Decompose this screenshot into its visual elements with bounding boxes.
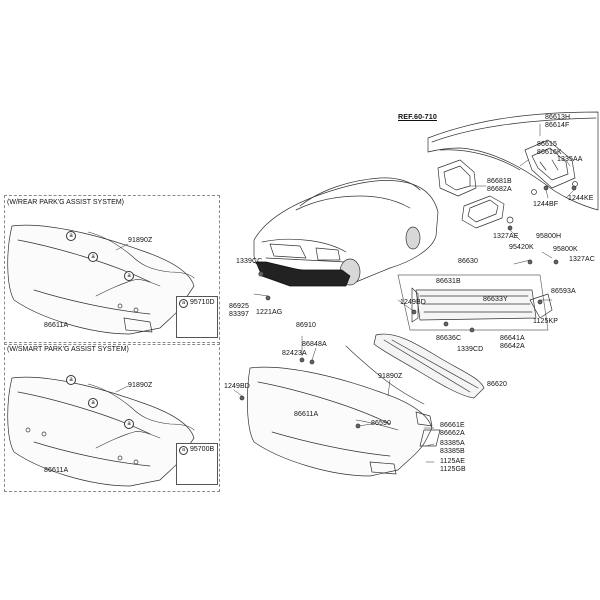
part-label-86616K: 86616K — [537, 149, 562, 156]
part-label-1125AE: 1125AE — [440, 458, 465, 465]
part-label-1249BD: 1249BD — [400, 299, 426, 306]
part-label-86614F: 86614F — [545, 122, 570, 129]
part-label-86630: 86630 — [458, 258, 478, 265]
part-label-86615: 86615 — [537, 141, 557, 148]
part-label-1335AA: 1335AA — [557, 156, 583, 163]
part-label-86682A: 86682A — [487, 186, 512, 193]
car-drawing — [253, 177, 439, 287]
part-label-86633Y: 86633Y — [483, 296, 508, 303]
part-label-86910: 86910 — [296, 322, 316, 329]
smart-park-assist-box — [4, 342, 220, 492]
part-label-95800K: 95800K — [553, 246, 578, 253]
part-label-86925: 86925 — [229, 303, 249, 310]
part-label-86620: 86620 — [487, 381, 507, 388]
smart-park-assist-title: (W/SMART PARK'G ASSIST SYSTEM) — [7, 346, 129, 353]
part-label-91890Z: 91890Z — [128, 382, 153, 389]
part-label-1327AE: 1327AE — [493, 233, 519, 240]
part-95700B: 95700B — [190, 446, 215, 453]
part-label-83385B: 83385B — [440, 448, 465, 455]
rear-bumper-drawing-a — [7, 224, 195, 335]
part-label-86613H: 86613H — [545, 114, 571, 121]
callout-a: a — [124, 271, 134, 281]
part-label-86642A: 86642A — [500, 343, 525, 350]
ref-label: REF.60-710 — [398, 112, 437, 121]
part-label-86611A: 86611A — [44, 467, 69, 474]
part-label-1327AC: 1327AC — [569, 256, 595, 263]
part-label-86611A: 86611A — [294, 411, 319, 418]
part-label-1125GB: 1125GB — [440, 466, 466, 473]
callout-a: a — [66, 375, 76, 385]
part-label-86681B: 86681B — [487, 178, 512, 185]
part-label-86636C: 86636C — [436, 335, 462, 342]
back-beam-assembly-drawing — [397, 274, 553, 331]
part-label-1339CC: 1339CC — [236, 258, 263, 265]
fasteners — [239, 185, 577, 429]
part-label-1221AG: 1221AG — [256, 309, 283, 316]
callout-a: a — [88, 252, 98, 262]
part-label-86590: 86590 — [371, 420, 391, 427]
part-label-91890Z: 91890Z — [128, 237, 153, 244]
leader-lines — [115, 123, 575, 463]
part-label-95420K: 95420K — [509, 244, 534, 251]
part-label-86631B: 86631B — [436, 278, 461, 285]
part-label-82423A: 82423A — [282, 350, 307, 357]
part-label-1244KE: 1244KE — [568, 195, 594, 202]
part-label-86848A: 86848A — [302, 341, 327, 348]
side-bracket-drawing — [437, 159, 477, 197]
part-95710D: 95710D — [190, 299, 215, 306]
part-label-1249BD: 1249BD — [224, 383, 250, 390]
part-label-86611A: 86611A — [44, 322, 69, 329]
callout-a: a — [88, 398, 98, 408]
part-label-1339CD: 1339CD — [457, 346, 484, 353]
callout-a: a — [66, 231, 76, 241]
part-label-1125KP: 1125KP — [533, 318, 558, 325]
energy-absorber-drawing — [373, 333, 485, 399]
callout-a: a — [124, 419, 134, 429]
part-label-86641A: 86641A — [500, 335, 525, 342]
rear-bumper-drawing-main — [247, 345, 441, 477]
side-bracket-lower-drawing — [461, 195, 514, 229]
part-label-83385A: 83385A — [440, 440, 465, 447]
upper-bracket-drawing — [524, 139, 578, 195]
rear-bumper-drawing-b — [7, 376, 195, 487]
part-label-83397: 83397 — [229, 311, 249, 318]
part-label-86662A: 86662A — [440, 430, 465, 437]
part-label-1244BF: 1244BF — [533, 201, 559, 208]
part-label-95800H: 95800H — [536, 233, 562, 240]
part-label-86593A: 86593A — [551, 288, 576, 295]
callout-a: a — [179, 299, 188, 308]
callout-a: a — [179, 446, 188, 455]
part-label-91890Z: 91890Z — [378, 373, 403, 380]
rear-park-assist-box — [4, 195, 220, 345]
rear-fender-drawing — [427, 111, 599, 211]
rear-park-assist-title: (W/REAR PARK'G ASSIST SYSTEM) — [7, 199, 124, 206]
part-label-86661E: 86661E — [440, 422, 465, 429]
